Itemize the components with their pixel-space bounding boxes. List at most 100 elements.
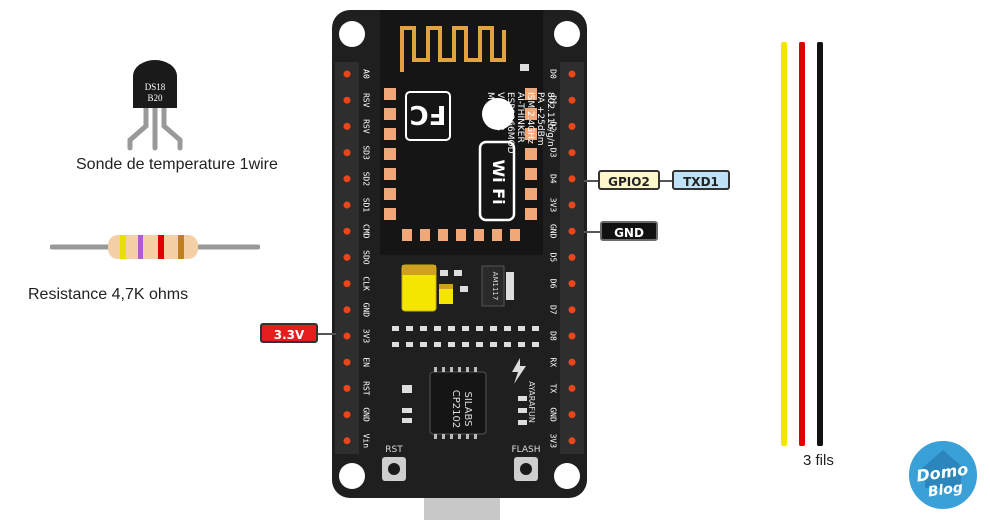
right-pin-7 bbox=[568, 253, 576, 261]
left-pin-label: RSV bbox=[362, 93, 371, 108]
module-text-model: MODEL bbox=[485, 92, 495, 124]
resistor-band-1 bbox=[120, 235, 126, 259]
left-pin-label: SD3 bbox=[362, 145, 371, 160]
left-pin-label: CMD bbox=[362, 224, 371, 239]
sensor-label-top: DS18 bbox=[145, 82, 166, 92]
domoblog-logo[interactable]: Domo Blog bbox=[906, 438, 980, 512]
module-text-esp: ESP8266MOD bbox=[505, 92, 515, 154]
right-pin-13 bbox=[568, 411, 576, 419]
right-pin-label: D8 bbox=[549, 331, 558, 341]
v33-tag: 3.3V bbox=[260, 323, 318, 343]
resistor bbox=[50, 232, 260, 262]
left-pin-11 bbox=[343, 358, 351, 366]
right-pin-11 bbox=[568, 358, 576, 366]
right-pin-3 bbox=[568, 149, 576, 157]
right-pin-label: D4 bbox=[549, 174, 558, 184]
gpio2-tag-connector bbox=[584, 180, 598, 182]
esp-module bbox=[380, 10, 543, 255]
right-pin-8 bbox=[568, 280, 576, 288]
right-pin-label: RX bbox=[549, 357, 558, 367]
left-pin-5 bbox=[343, 201, 351, 209]
resistor-caption: Resistance 4,7K ohms bbox=[28, 286, 189, 303]
wires-caption: 3 fils bbox=[803, 452, 834, 469]
left-pin-label: Vin bbox=[362, 434, 371, 449]
antenna-trace bbox=[400, 26, 506, 72]
left-pin-label: SD1 bbox=[362, 198, 371, 213]
usb-chip-label-2: CP2102 bbox=[450, 390, 461, 428]
right-pin-2 bbox=[568, 122, 576, 130]
logo-line2: Blog bbox=[927, 480, 964, 501]
gnd-tag: GND bbox=[600, 221, 658, 241]
right-pin-14 bbox=[568, 437, 576, 445]
right-pin-4 bbox=[568, 175, 576, 183]
right-pin-0 bbox=[568, 70, 576, 78]
wires bbox=[776, 42, 828, 446]
txd1-tag: TXD1 bbox=[672, 170, 730, 190]
left-pin-9 bbox=[343, 306, 351, 314]
right-pin-label: D5 bbox=[549, 253, 558, 263]
txd1-tag-connector bbox=[660, 180, 672, 182]
sensor-label-bottom: B20 bbox=[147, 93, 163, 103]
fc-logo-box bbox=[405, 91, 451, 141]
nodemcu-board: FC Wi Fi MODEL VENDOR ESP8266MOD AI-THIN… bbox=[332, 10, 587, 520]
left-pin-1 bbox=[343, 96, 351, 104]
module-text-vendor: VENDOR bbox=[495, 92, 505, 131]
left-pin-3 bbox=[343, 149, 351, 157]
right-pin-label: GND bbox=[549, 224, 558, 239]
right-pin-label: D3 bbox=[549, 148, 558, 158]
resistor-band-2 bbox=[138, 235, 143, 259]
rst-button[interactable] bbox=[382, 457, 406, 481]
left-pin-label: CLK bbox=[362, 276, 371, 291]
house-icon bbox=[920, 450, 966, 488]
left-pin-label: SDO bbox=[362, 250, 371, 265]
usb-chip-label-1: SILABS bbox=[462, 392, 473, 427]
fc-logo: FC bbox=[410, 99, 447, 129]
right-pin-label: D6 bbox=[549, 279, 558, 289]
right-pin-label: 3V3 bbox=[549, 434, 558, 449]
right-pin-9 bbox=[568, 306, 576, 314]
gpio2-tag: GPIO2 bbox=[598, 170, 660, 190]
sensor-legs bbox=[127, 105, 183, 151]
left-pin-10 bbox=[343, 332, 351, 340]
flash-button[interactable] bbox=[514, 457, 538, 481]
module-text-std: 802.11b/g/n bbox=[545, 92, 555, 147]
resistor-band-3 bbox=[158, 235, 164, 259]
left-pin-label: GND bbox=[362, 407, 371, 422]
module-text-ism: ISM 2.4GHz bbox=[525, 92, 535, 144]
left-pin-0 bbox=[343, 70, 351, 78]
resistor-body bbox=[108, 235, 198, 259]
left-pin-6 bbox=[343, 227, 351, 235]
module-pads bbox=[384, 88, 537, 241]
left-pin-2 bbox=[343, 122, 351, 130]
left-pin-8 bbox=[343, 280, 351, 288]
wifi-logo-box bbox=[478, 140, 516, 222]
regulator bbox=[481, 265, 505, 307]
lightning-icon bbox=[512, 358, 526, 384]
left-pin-label: RSV bbox=[362, 119, 371, 134]
left-pin-13 bbox=[343, 411, 351, 419]
wifi-logo: Wi Fi bbox=[489, 159, 508, 204]
wifi-chip-circle bbox=[482, 98, 514, 130]
right-pin-12 bbox=[568, 384, 576, 392]
right-pin-label: D0 bbox=[549, 69, 558, 79]
mount-hole-tl bbox=[339, 21, 365, 47]
module-text-ai: AI-THINKER bbox=[515, 92, 525, 143]
right-pin-label: D1 bbox=[549, 95, 558, 105]
left-pin-14 bbox=[343, 437, 351, 445]
left-pin-7 bbox=[343, 253, 351, 261]
right-pin-5 bbox=[568, 201, 576, 209]
left-pin-label: 3V3 bbox=[362, 329, 371, 344]
right-pin-label: D7 bbox=[549, 305, 558, 315]
left-pin-label: SD2 bbox=[362, 172, 371, 187]
left-pin-label: RST bbox=[362, 381, 371, 396]
left-pin-4 bbox=[343, 175, 351, 183]
left-pin-label: A0 bbox=[362, 69, 371, 79]
sensor-body bbox=[133, 60, 177, 108]
temperature-sensor: DS18 B20 bbox=[118, 58, 193, 153]
resistor-band-4 bbox=[178, 235, 184, 259]
module-text-pa: PA +25dBm bbox=[535, 92, 545, 146]
brand-label: AYARAFUN bbox=[527, 381, 536, 423]
rst-label: RST bbox=[385, 445, 403, 455]
sensor-caption: Sonde de temperature 1wire bbox=[76, 156, 278, 173]
gnd-tag-connector bbox=[584, 231, 600, 233]
